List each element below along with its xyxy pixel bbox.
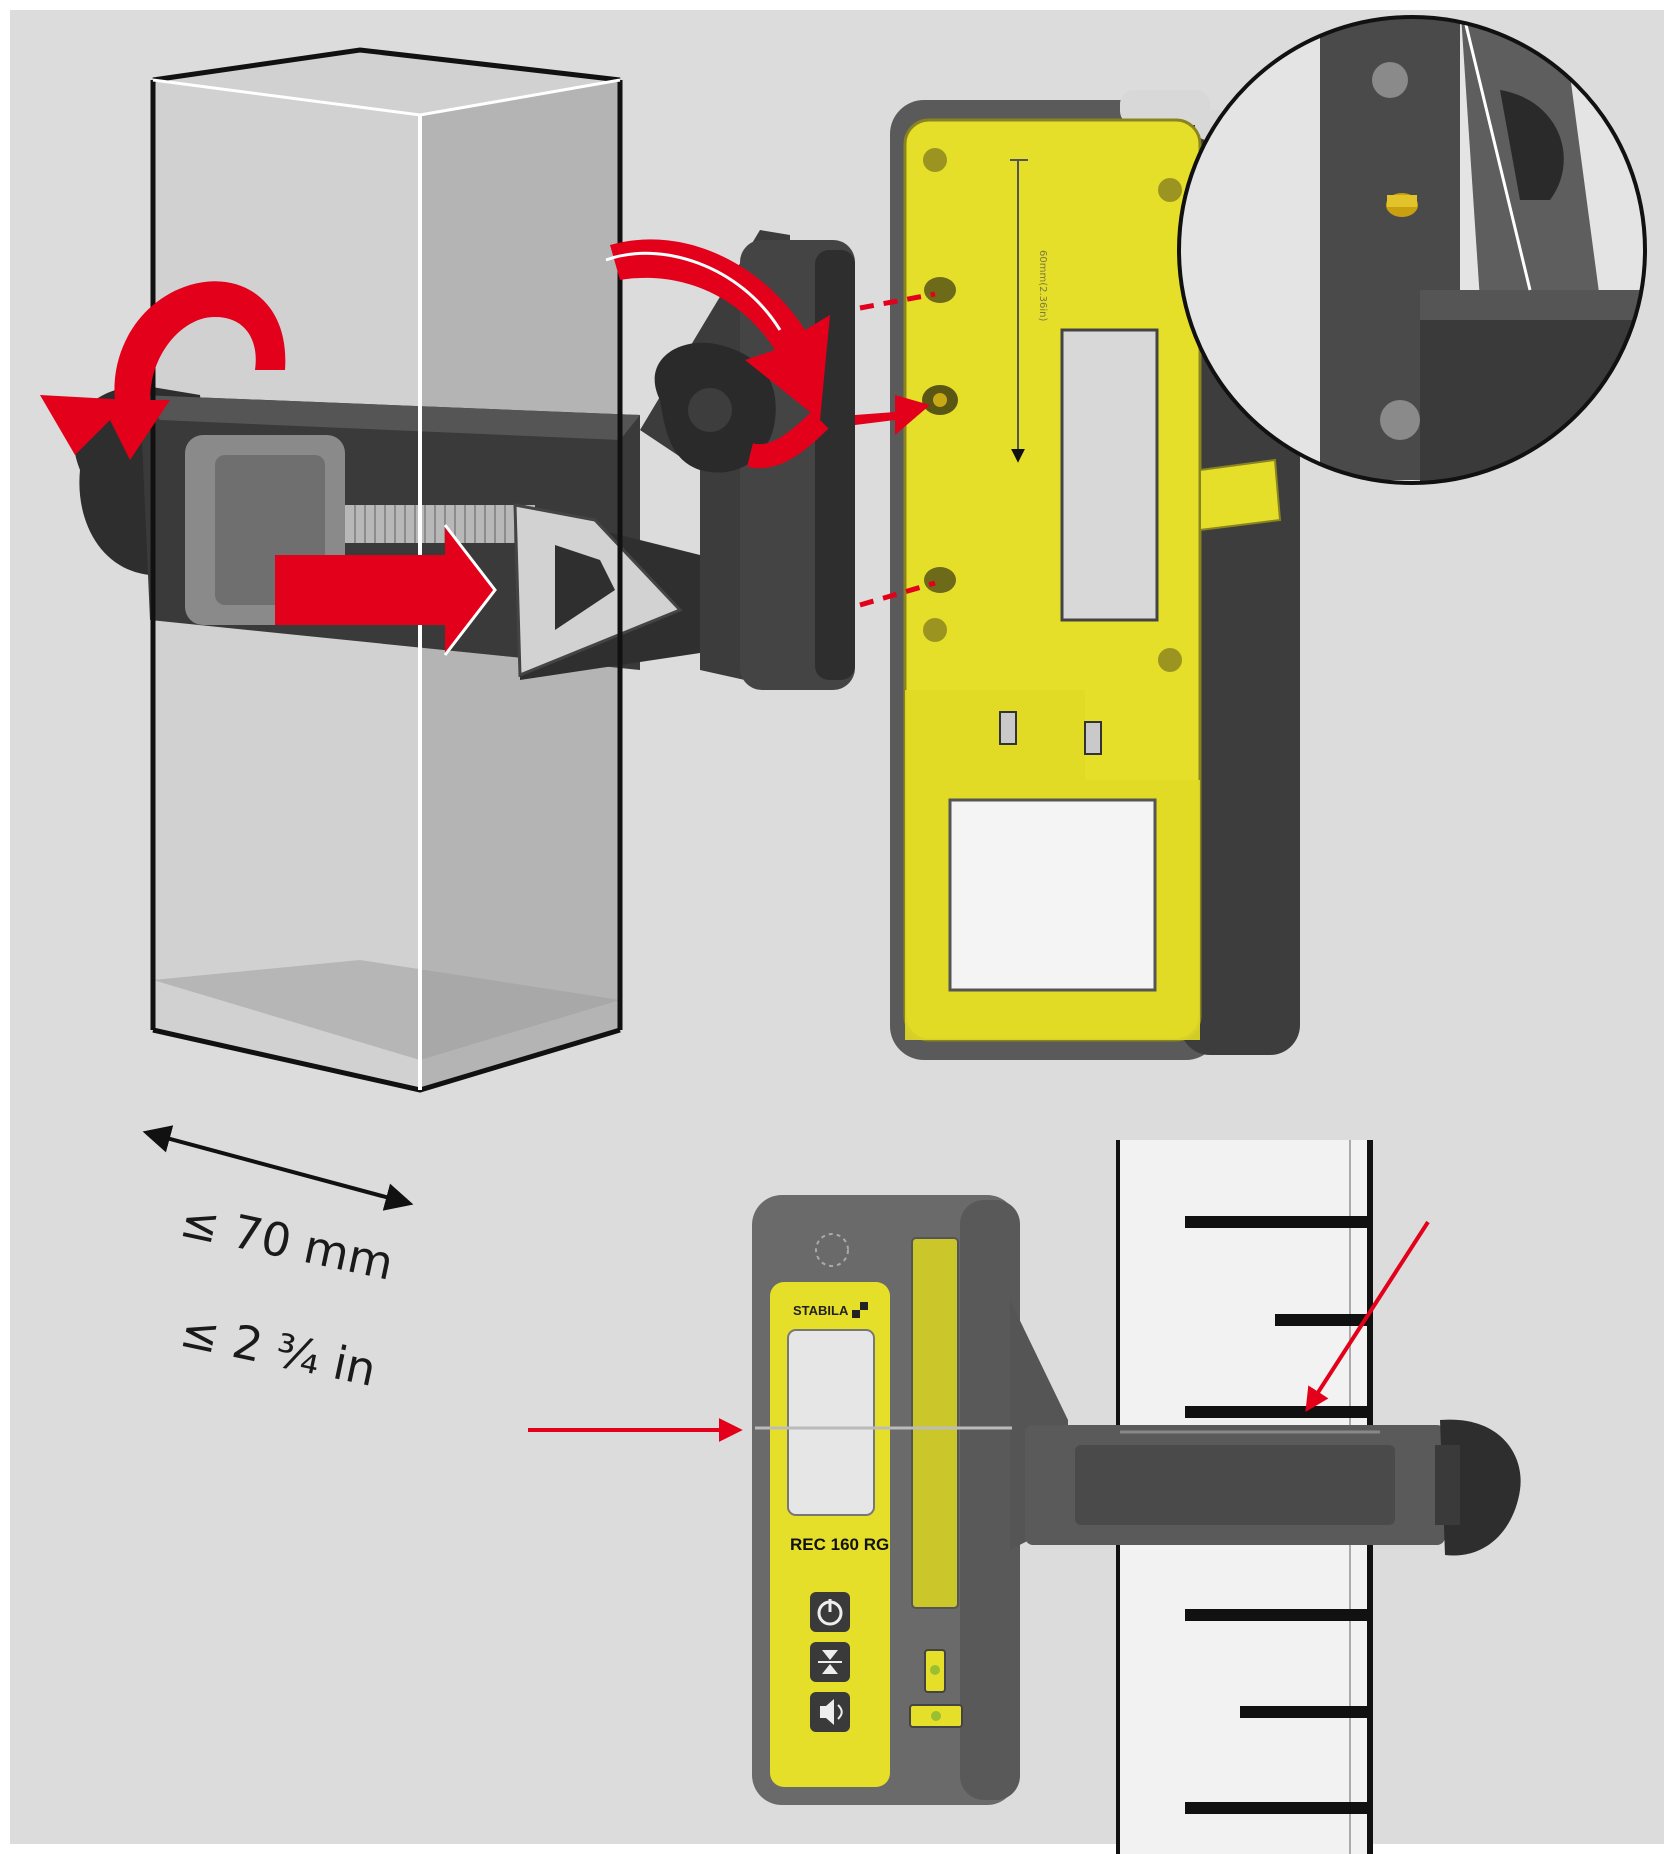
- precision-icon: [818, 1650, 842, 1674]
- staff-clamp: [1025, 1419, 1521, 1556]
- dimension-arrow: [142, 1125, 414, 1211]
- receiver-photocell-window: [911, 1237, 959, 1609]
- model-label: REC 160 RG: [790, 1535, 889, 1554]
- rotate-arrow-right: [610, 239, 830, 420]
- rotate-arrow-left: [100, 281, 286, 460]
- clamp-mount-illustration: 60mm(2.36in): [40, 15, 1647, 1093]
- volume-button[interactable]: [810, 1692, 850, 1732]
- bracket-dimension-mark: 60mm(2.36in): [1037, 250, 1048, 321]
- bubble-level-icon: [909, 1649, 963, 1728]
- threaded-rod: [345, 505, 535, 543]
- insert-arrow: [855, 395, 930, 435]
- brand-logo-text: STABILA: [793, 1303, 849, 1318]
- power-button[interactable]: [810, 1592, 850, 1632]
- speaker-icon: [820, 1699, 834, 1725]
- bracket-label-area: [948, 798, 1157, 992]
- receiver-on-staff-illustration: STABILA REC 160 RG: [528, 1140, 1521, 1854]
- alignment-lines: [859, 291, 936, 608]
- precision-button[interactable]: [810, 1642, 850, 1682]
- staff-graduations: [1185, 1216, 1370, 1814]
- bracket-latch: [1199, 458, 1282, 532]
- receiver-display: [787, 1329, 875, 1516]
- staff-clamp-knob: [1440, 1419, 1521, 1556]
- staff-pointer-arrow: [1305, 1220, 1430, 1413]
- bracket-window: [1060, 328, 1159, 622]
- detail-magnifier: [1177, 15, 1647, 485]
- tighten-arrow: [275, 525, 495, 655]
